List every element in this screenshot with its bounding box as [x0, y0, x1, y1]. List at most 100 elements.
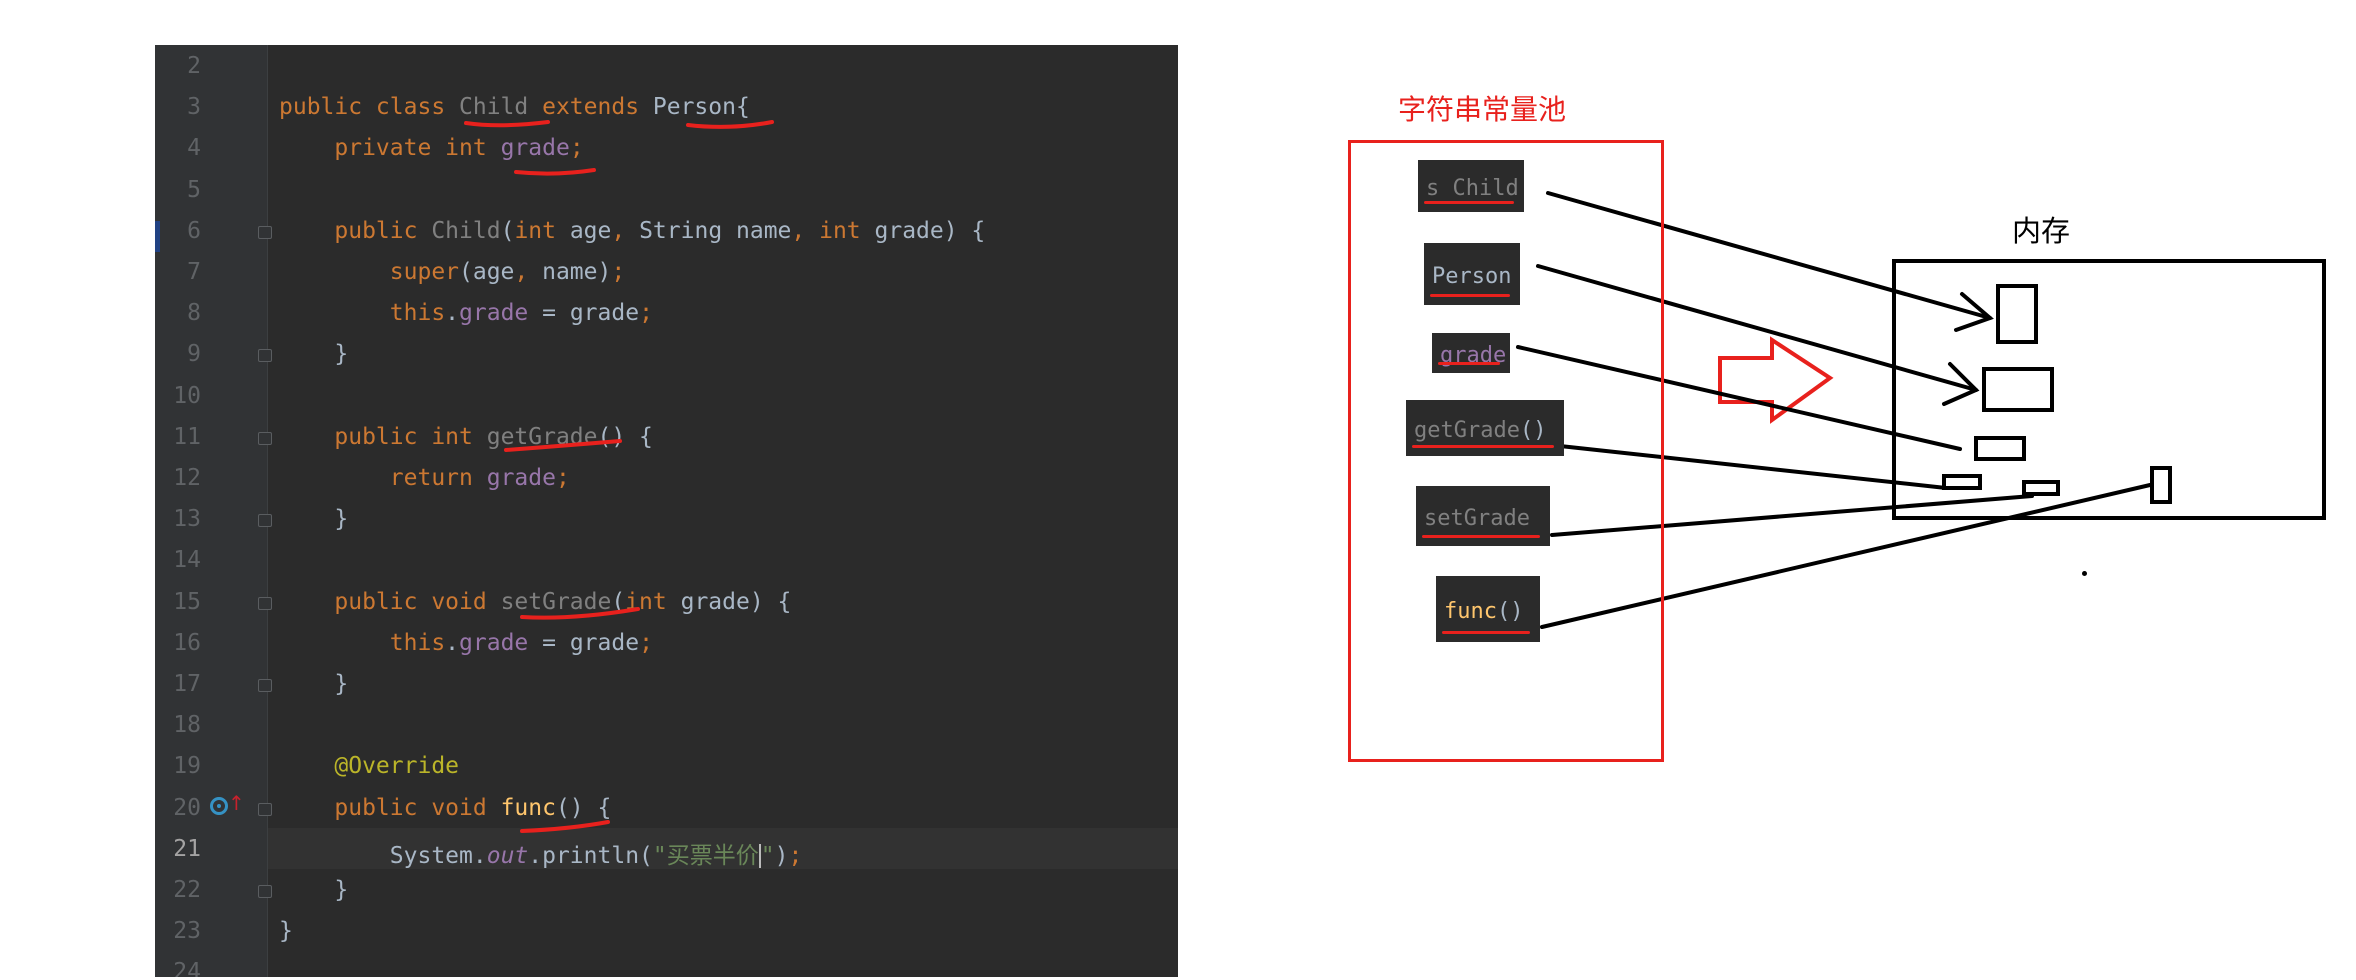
fold-marker-icon[interactable]	[258, 885, 272, 898]
line-number: 16	[173, 629, 201, 656]
line-number: 5	[187, 176, 201, 203]
code-token: String name	[639, 217, 792, 244]
code-line[interactable]: }	[279, 877, 348, 903]
code-token: int	[514, 217, 570, 244]
chip-setgrade: setGrade	[1416, 486, 1550, 546]
code-line[interactable]: this.grade = grade;	[279, 630, 653, 656]
code-line[interactable]: public int getGrade() {	[279, 424, 653, 450]
code-token: ;	[788, 842, 803, 869]
chip-person-underline	[1430, 294, 1510, 297]
code-token: public	[279, 217, 432, 244]
code-line[interactable]: super(age, name);	[279, 259, 625, 285]
code-token: int	[625, 588, 681, 615]
code-token: grade	[500, 135, 570, 162]
memory-box	[1892, 259, 2326, 520]
code-token: public class	[279, 94, 460, 121]
code-token: public void	[279, 794, 501, 821]
chip-getgrade-parens: ()	[1519, 418, 1547, 443]
code-line[interactable]: }	[279, 506, 348, 532]
fold-marker-icon[interactable]	[258, 431, 272, 445]
chip-child: s Child	[1418, 160, 1524, 212]
chip-setgrade-label: setGrade	[1424, 506, 1530, 531]
line-number: 7	[187, 259, 201, 285]
code-token: ;	[639, 300, 653, 327]
memory-cell-grade	[1974, 436, 2026, 461]
code-line[interactable]: }	[279, 918, 293, 944]
fold-marker-icon[interactable]	[258, 596, 272, 610]
line-number: 14	[173, 547, 201, 574]
code-token: (	[611, 588, 626, 615]
memory-cell-setgrade	[2022, 480, 2060, 496]
code-token: (	[500, 217, 515, 244]
code-token: getGrade	[486, 423, 598, 450]
code-line[interactable]: return grade;	[279, 465, 570, 491]
fold-marker-icon[interactable]	[258, 802, 272, 816]
code-line[interactable]: private int grade;	[279, 135, 584, 162]
code-token: private int	[279, 135, 501, 162]
code-line[interactable]: this.grade = grade;	[279, 300, 653, 326]
code-token: , int	[791, 217, 875, 244]
code-line[interactable]: public void setGrade(int grade) {	[279, 589, 791, 615]
line-number: 3	[187, 94, 201, 121]
code-line[interactable]: System.out.println("买票半价");	[279, 836, 803, 870]
code-token: return	[279, 465, 487, 491]
code-line[interactable]: public void func() {	[279, 795, 611, 821]
line-number: 17	[173, 671, 201, 697]
line-number: 22	[173, 877, 201, 903]
memory-title: 内存	[2012, 214, 2071, 248]
fold-marker-icon[interactable]	[258, 225, 272, 239]
override-method-icon[interactable]	[210, 797, 228, 815]
line-number: 20	[173, 794, 201, 821]
line-number: 12	[173, 465, 201, 491]
code-token: (age	[459, 259, 515, 285]
code-token: = grade	[528, 629, 640, 656]
chip-grade-label: grade	[1440, 343, 1507, 368]
fold-marker-icon[interactable]	[258, 679, 272, 692]
line-number: 15	[173, 588, 201, 615]
code-token: .	[445, 300, 460, 327]
code-token: grade	[459, 300, 529, 327]
go-to-super-method-icon[interactable]: ↑	[228, 791, 245, 815]
code-token: grade) {	[680, 588, 792, 615]
code-token: }	[279, 877, 349, 903]
code-line[interactable]: public class Child extends Person{	[279, 94, 750, 120]
code-line[interactable]: @Override	[279, 753, 459, 779]
line-number: 2	[187, 53, 201, 79]
memory-cell-func	[2150, 466, 2172, 504]
code-token: Child	[459, 94, 529, 121]
fold-marker-icon[interactable]	[258, 349, 272, 363]
line-number: 9	[187, 341, 201, 368]
code-token: }	[279, 506, 349, 533]
line-number: 4	[187, 135, 201, 162]
stray-dot	[2082, 571, 2087, 576]
hollow-right-arrow	[1718, 336, 1834, 424]
text-caret	[758, 844, 761, 869]
code-token: () {	[555, 794, 612, 821]
vcs-change-marker	[155, 221, 160, 252]
code-line[interactable]: }	[279, 341, 348, 367]
memory-cell-child	[1996, 284, 2038, 344]
memory-cell-getgrade	[1942, 474, 1982, 490]
code-token: "	[760, 842, 775, 869]
code-token: () {	[597, 423, 653, 450]
code-token: }	[279, 341, 349, 368]
code-token: .	[445, 629, 460, 656]
chip-grade: grade	[1432, 333, 1510, 373]
code-token: )	[774, 842, 789, 869]
line-number: 11	[173, 423, 201, 450]
code-token: this	[279, 300, 446, 327]
code-line[interactable]: }	[279, 671, 348, 697]
code-token: public int	[279, 423, 487, 450]
code-token: ;	[569, 135, 584, 162]
chip-func-label: func	[1444, 599, 1497, 624]
code-token: }	[279, 918, 293, 945]
code-line[interactable]: public Child(int age, String name, int g…	[279, 218, 985, 244]
chip-func: func()	[1436, 576, 1540, 642]
code-token: {	[735, 94, 750, 121]
code-token: func	[500, 794, 556, 821]
code-token: ;	[555, 465, 570, 491]
fold-marker-icon[interactable]	[258, 514, 272, 528]
string-pool-box	[1348, 140, 1664, 762]
